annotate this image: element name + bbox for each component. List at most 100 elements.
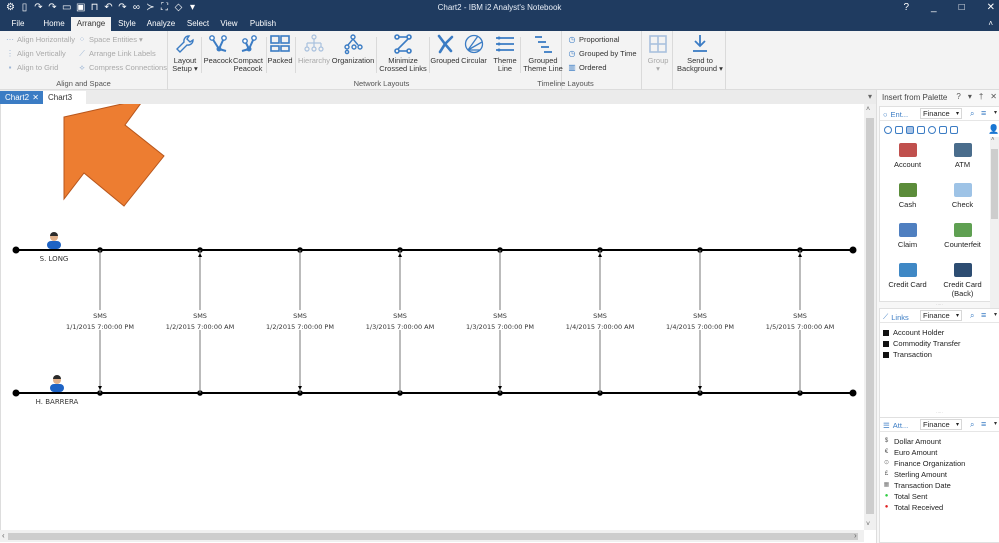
restore-icon[interactable]: □ (958, 2, 965, 13)
tab-view[interactable]: View (220, 19, 238, 28)
doc-tab-chart3[interactable]: Chart3 (43, 91, 86, 104)
theme-line-start-node[interactable] (12, 389, 20, 397)
close-icon[interactable]: ✕ (986, 2, 995, 13)
customize-dropdown-icon[interactable]: ▾ (189, 2, 196, 13)
splitter-handle[interactable]: ····· (936, 410, 943, 415)
attributes-tab[interactable]: ☰Att... (883, 421, 909, 430)
person-icon[interactable]: 👤 (988, 124, 999, 134)
palette-entity-item[interactable]: Account (880, 143, 935, 169)
list-view-icon[interactable]: ≡ (981, 419, 987, 429)
align-horizontally-button[interactable]: ⋯Align Horizontally (6, 34, 75, 44)
scroll-thumb[interactable] (866, 118, 874, 514)
new-document-icon[interactable]: ▯ (21, 2, 28, 13)
link-label[interactable]: SMS (793, 312, 807, 320)
compact-peacock-button[interactable]: Compact Peacock (232, 33, 264, 73)
group-button[interactable]: Group ▾ (643, 33, 673, 73)
link-label[interactable]: SMS (93, 312, 107, 320)
theme-line-representation-icon[interactable] (928, 126, 936, 134)
collapse-ribbon-icon[interactable]: ˄ (988, 19, 993, 28)
tab-arrange[interactable]: Arrange (71, 17, 111, 31)
list-item[interactable]: €Euro Amount (883, 447, 965, 458)
tab-home[interactable]: Home (43, 19, 65, 28)
close-icon[interactable]: ✕ (32, 93, 39, 102)
canvas-vertical-scrollbar[interactable]: ˄ ˅ (864, 104, 876, 530)
list-item[interactable]: ●Total Sent (883, 491, 965, 502)
theme-line-end-node[interactable] (849, 246, 857, 254)
organization-button[interactable]: Organization (331, 33, 375, 65)
box-representation-icon[interactable] (906, 126, 914, 134)
link-datetime[interactable]: 1/4/2015 7:00:00 AM (566, 323, 634, 331)
tab-publish[interactable]: Publish (249, 19, 277, 28)
chevron-down-icon[interactable]: ▾ (994, 421, 998, 427)
annotation-arrow[interactable] (63, 104, 165, 207)
event-frame-representation-icon[interactable] (939, 126, 947, 134)
person-icon[interactable] (50, 384, 64, 392)
send-to-background-button[interactable]: Send to Background ▾ (674, 33, 726, 73)
links-palette-select[interactable]: Finance▾ (920, 310, 962, 321)
scroll-up-icon[interactable]: ˄ (866, 106, 871, 113)
list-item[interactable]: Transaction (883, 349, 961, 360)
attributes-palette-select[interactable]: Finance▾ (920, 419, 962, 430)
scroll-thumb[interactable] (991, 149, 998, 219)
arrange-link-labels-button[interactable]: ⟋Arrange Link Labels (79, 48, 156, 58)
ordered-button[interactable]: ▥Ordered (568, 62, 607, 72)
align-to-grid-button[interactable]: ▪Align to Grid (6, 63, 59, 72)
pin-icon[interactable]: † (978, 92, 984, 101)
help-icon[interactable]: ? (903, 2, 909, 13)
panel-options-icon[interactable]: ▾ (967, 92, 972, 101)
grouped-by-time-button[interactable]: ◷Grouped by Time (568, 48, 637, 58)
chevron-down-icon[interactable]: ▾ (994, 312, 998, 318)
list-item[interactable]: ⊙Finance Organization (883, 458, 965, 469)
frame-representation-icon[interactable] (917, 126, 925, 134)
link-label[interactable]: SMS (193, 312, 207, 320)
link-datetime[interactable]: 1/1/2015 7:00:00 PM (66, 323, 134, 331)
canvas-horizontal-scrollbar[interactable]: ‹ › (0, 530, 864, 542)
scroll-down-icon[interactable]: ˅ (866, 521, 871, 528)
select-all-icon[interactable]: ⛶ (161, 2, 168, 13)
palette-entity-item[interactable]: Cash (880, 183, 935, 209)
link-label[interactable]: SMS (493, 312, 507, 320)
palette-entity-item[interactable]: Counterfeit (935, 223, 990, 249)
palette-entity-item[interactable]: Check (935, 183, 990, 209)
list-item[interactable]: Commodity Transfer (883, 338, 961, 349)
undo-link-icon[interactable]: ↷ (34, 2, 43, 13)
grouped-theme-line-button[interactable]: Grouped Theme Line (522, 33, 564, 73)
tab-file[interactable]: File (11, 19, 25, 28)
link-datetime[interactable]: 1/2/2015 7:00:00 PM (266, 323, 334, 331)
tab-select[interactable]: Select (186, 19, 210, 28)
tab-analyze[interactable]: Analyze (146, 19, 176, 28)
theme-line-start-node[interactable] (12, 246, 20, 254)
tab-list-dropdown-icon[interactable]: ▾ (867, 92, 872, 101)
link-datetime[interactable]: 1/3/2015 7:00:00 PM (466, 323, 534, 331)
grouped-button[interactable]: Grouped (430, 33, 460, 65)
redo-link-icon[interactable]: ↷ (48, 2, 57, 13)
links-tab[interactable]: ⟋Links (883, 312, 909, 322)
search-icon[interactable]: ⌕ (970, 420, 975, 429)
compress-connections-button[interactable]: ⟡Compress Connections (79, 62, 167, 72)
scroll-right-icon[interactable]: › (854, 531, 857, 540)
minimize-icon[interactable]: _ (931, 2, 937, 13)
tab-style[interactable]: Style (118, 19, 136, 28)
link-label[interactable]: SMS (293, 312, 307, 320)
list-item[interactable]: £Sterling Amount (883, 469, 965, 480)
list-item[interactable]: ▦Transaction Date (883, 480, 965, 491)
chevron-down-icon[interactable]: ▾ (994, 110, 998, 116)
link-icon[interactable]: ∞ (132, 2, 141, 13)
open-folder-icon[interactable]: ▭ (62, 2, 72, 13)
palette-entity-item[interactable]: ATM (935, 143, 990, 169)
layout-setup-button[interactable]: Layout Setup ▾ (170, 33, 200, 73)
palette-scrollbar[interactable]: ˄ ˅ (990, 137, 999, 315)
diamond-icon[interactable]: ◇ (174, 2, 183, 13)
link-datetime[interactable]: 1/2/2015 7:00:00 AM (166, 323, 234, 331)
list-item[interactable]: ●Total Received (883, 502, 965, 513)
scroll-thumb[interactable] (8, 533, 858, 540)
entities-palette-select[interactable]: Finance▾ (920, 108, 962, 119)
gear-icon[interactable]: ⚙ (6, 2, 15, 13)
scroll-up-icon[interactable]: ˄ (991, 137, 995, 143)
link-label[interactable]: SMS (593, 312, 607, 320)
icon-representation-icon[interactable] (884, 126, 892, 134)
palette-entity-item[interactable]: Credit Card (880, 263, 935, 289)
theme-line-end-node[interactable] (849, 389, 857, 397)
link-datetime[interactable]: 1/5/2015 7:00:00 AM (766, 323, 834, 331)
entities-tab[interactable]: ○Ent... (883, 110, 909, 119)
